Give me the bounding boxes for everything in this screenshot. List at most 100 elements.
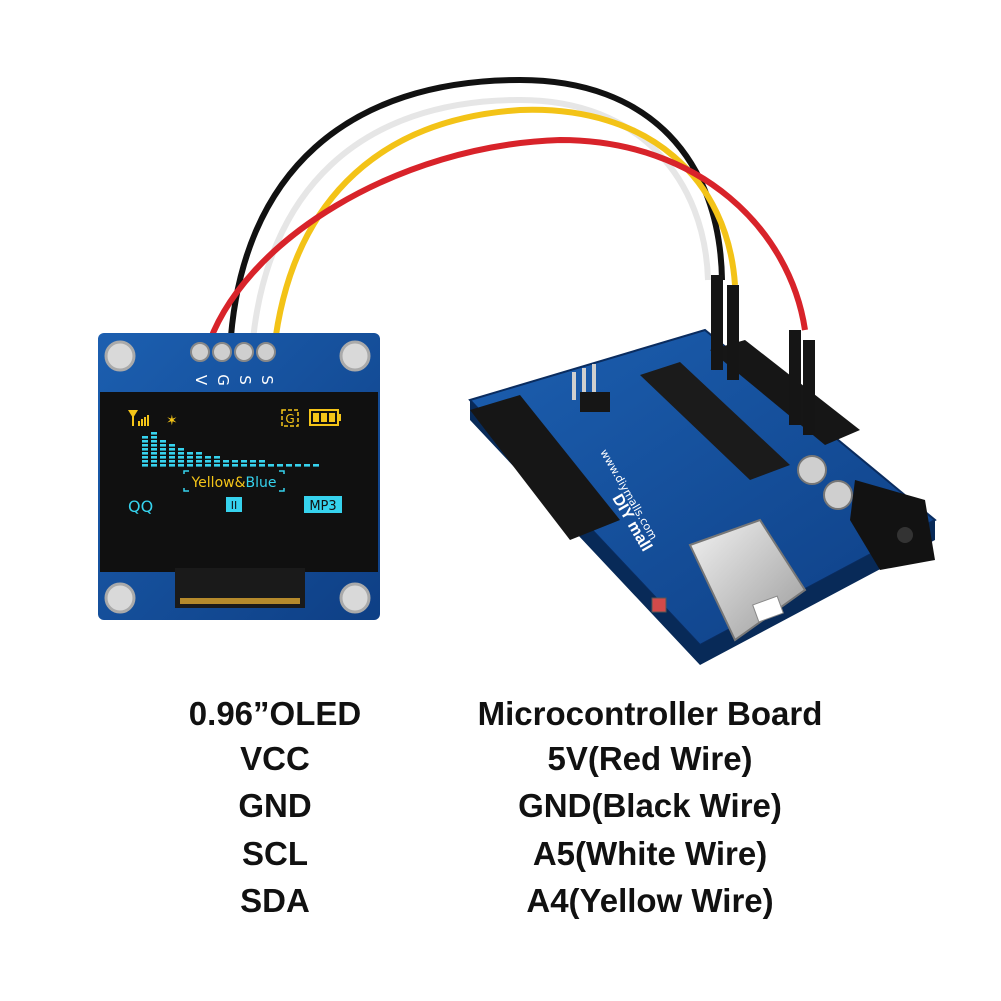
equalizer-bar xyxy=(151,452,157,455)
screen-label-amp: & xyxy=(235,475,246,491)
equalizer-bar xyxy=(160,448,166,451)
table-cell-board-pin: 5V(Red Wire) xyxy=(547,740,753,777)
pause-button-box xyxy=(226,497,242,512)
screen-center-label: Yellow&Blue xyxy=(190,475,276,491)
equalizer-bar xyxy=(313,464,319,467)
equalizer-bar xyxy=(151,436,157,439)
equalizer-bar xyxy=(178,448,184,451)
equalizer-bar xyxy=(196,452,202,455)
dupont-connector xyxy=(711,275,723,370)
equalizer-bar xyxy=(169,444,175,447)
equalizer-bar xyxy=(187,460,193,463)
wires xyxy=(203,76,808,353)
equalizer-bar xyxy=(142,460,148,463)
equalizer-bar xyxy=(151,456,157,459)
equalizer-bar xyxy=(241,460,247,463)
equalizer-bar xyxy=(151,440,157,443)
equalizer-bar xyxy=(160,460,166,463)
wire-black xyxy=(227,76,725,351)
equalizer-bar xyxy=(196,456,202,459)
equalizer-bar xyxy=(178,464,184,467)
equalizer-bar xyxy=(205,464,211,467)
equalizer-bar xyxy=(259,460,265,463)
table-cell-oled-pin: SDA xyxy=(240,882,310,919)
mount-hole xyxy=(339,340,371,372)
equalizer-bar xyxy=(142,456,148,459)
pin-label-scl: S xyxy=(236,375,254,385)
equalizer-bar xyxy=(232,464,238,467)
icsp-header xyxy=(572,364,610,412)
table-row: VCC 5V(Red Wire) xyxy=(0,735,1001,783)
capacitor xyxy=(797,455,827,485)
table-cell-oled-pin: VCC xyxy=(240,740,310,777)
table-header-oled: 0.96”OLED xyxy=(188,695,362,732)
microcontroller-board: www.diymalls.com DIY mall xyxy=(468,275,937,665)
table-header-board: Microcontroller Board xyxy=(477,695,823,732)
wire-yellow xyxy=(271,106,738,351)
equalizer-bar xyxy=(160,452,166,455)
equalizer-bar xyxy=(232,460,238,463)
equalizer-bar xyxy=(286,464,292,467)
mount-hole xyxy=(104,340,136,372)
equalizer-bar xyxy=(160,456,166,459)
table-cell-board-pin: A4(Yellow Wire) xyxy=(526,882,774,919)
equalizer-bar xyxy=(187,464,193,467)
equalizer-bar xyxy=(169,448,175,451)
pause-icon: II xyxy=(231,499,238,512)
equalizer-bar xyxy=(169,452,175,455)
equalizer-bar xyxy=(142,444,148,447)
dupont-connector xyxy=(789,330,801,425)
equalizer-bar xyxy=(214,464,220,467)
equalizer-bar xyxy=(205,456,211,459)
wire-white xyxy=(249,96,711,351)
screen-left-label: QQ xyxy=(128,497,153,516)
oled-module: V G S S ✶ G xyxy=(98,333,380,620)
header-top xyxy=(710,340,860,445)
equalizer-bar xyxy=(160,464,166,467)
mount-hole xyxy=(104,582,136,614)
equalizer-bar xyxy=(178,456,184,459)
mp3-badge-box xyxy=(304,496,342,513)
dupont-connector xyxy=(803,340,815,435)
equalizer-bar xyxy=(250,464,256,467)
equalizer-bar xyxy=(151,448,157,451)
table-row: GND GND(Black Wire) xyxy=(0,782,1001,830)
equalizer-bar xyxy=(169,464,175,467)
dupont-connector xyxy=(727,285,739,380)
bluetooth-icon: ✶ xyxy=(166,413,178,429)
g-badge-frame xyxy=(281,409,299,427)
equalizer-bar xyxy=(151,464,157,467)
equalizer-bar xyxy=(196,460,202,463)
pin-label-vcc: V xyxy=(192,375,210,386)
equalizer-bar xyxy=(205,460,211,463)
equalizer-bar xyxy=(304,464,310,467)
dc-jack xyxy=(850,480,935,570)
screen-label-blue: Blue xyxy=(246,475,277,491)
mcu-chip xyxy=(640,362,790,480)
equalizer-bar xyxy=(160,440,166,443)
equalizer-bar xyxy=(268,464,274,467)
oled-pin-labels: V G S S xyxy=(192,374,276,386)
reset-button xyxy=(651,597,667,613)
equalizer-bar xyxy=(187,456,193,459)
equalizer-bar xyxy=(151,444,157,447)
equalizer-bar xyxy=(223,460,229,463)
capacitor xyxy=(823,480,853,510)
oled-screen: ✶ G Yellow&Blue QQ II MP3 xyxy=(128,409,342,516)
wiring-diagram: V G S S ✶ G xyxy=(98,76,937,665)
pin-label-gnd: G xyxy=(214,374,232,386)
equalizer-bar xyxy=(277,464,283,467)
equalizer-bar xyxy=(223,464,229,467)
equalizer-bar xyxy=(214,460,220,463)
header-left xyxy=(470,395,620,540)
equalizer-bar xyxy=(214,456,220,459)
equalizer-bar xyxy=(142,452,148,455)
equalizer-bar xyxy=(142,464,148,467)
mount-hole xyxy=(339,582,371,614)
table-cell-board-pin: A5(White Wire) xyxy=(532,835,768,872)
table-cell-board-pin: GND(Black Wire) xyxy=(518,787,782,824)
signal-icon xyxy=(128,410,149,426)
g-badge: G xyxy=(285,412,294,426)
table-cell-oled-pin: GND xyxy=(238,787,312,824)
oled-ribbon-lead xyxy=(180,598,300,604)
